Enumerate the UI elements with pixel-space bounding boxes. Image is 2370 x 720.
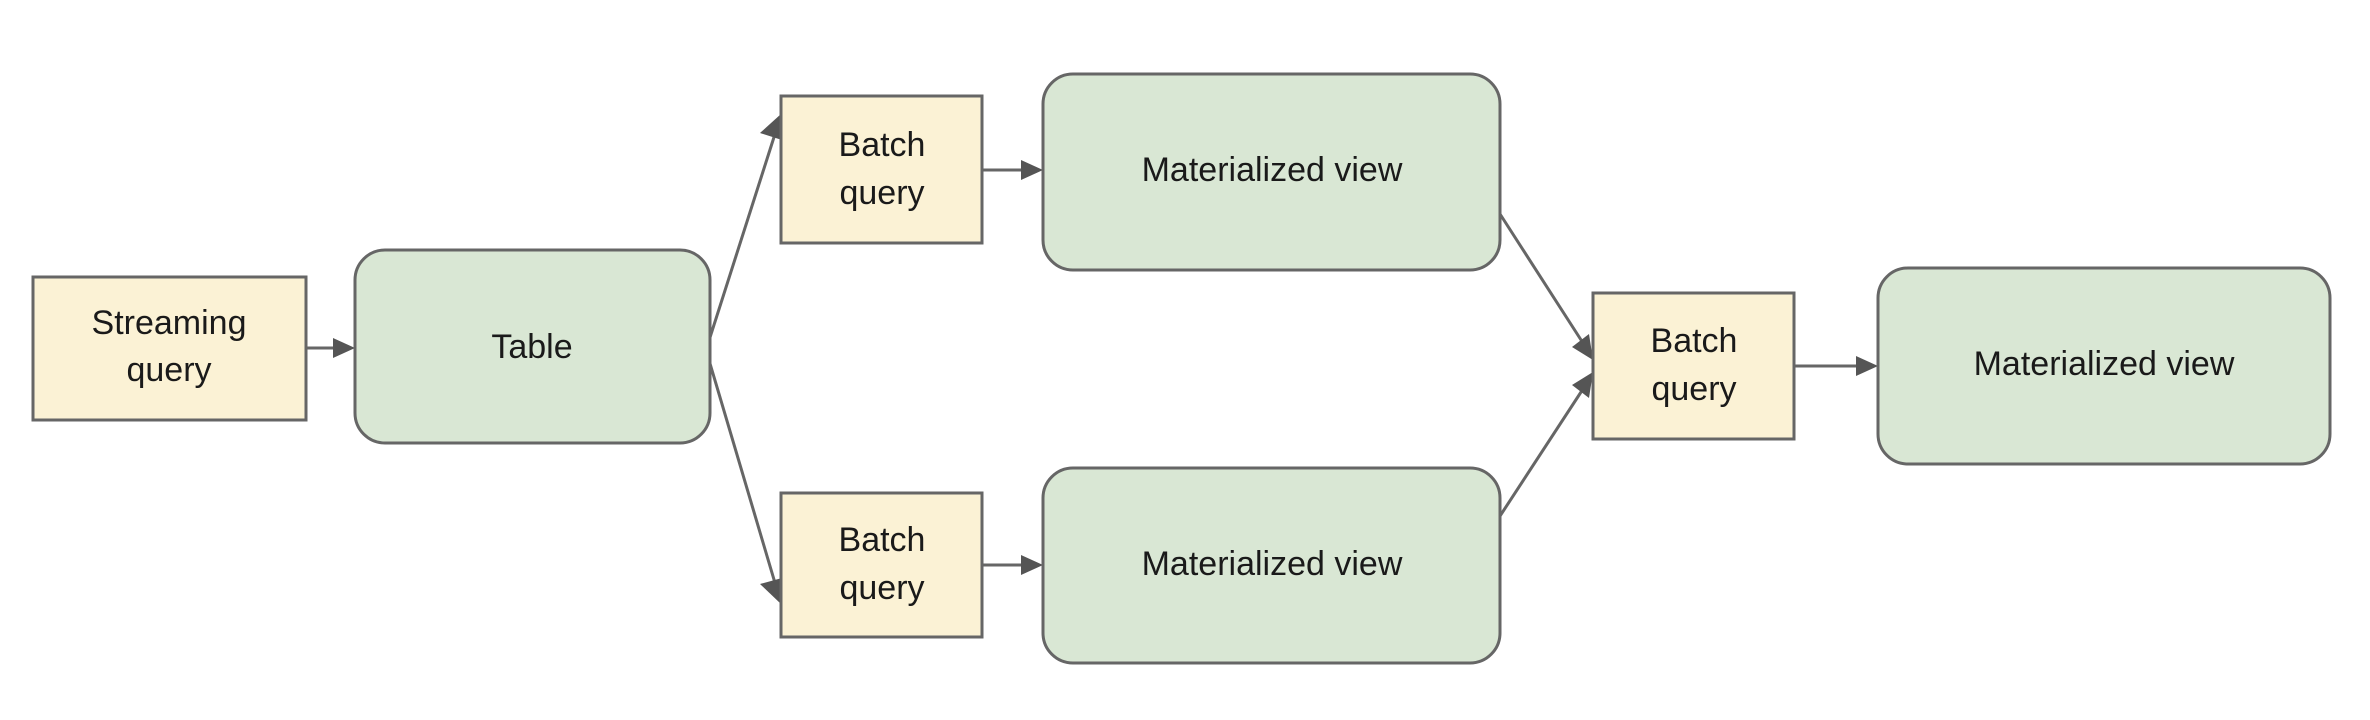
streaming-query-label-line2: query: [126, 351, 211, 389]
materialized-view-final-box[interactable]: [1876, 266, 2332, 466]
materialized-view-bottom-label: Materialized view: [1142, 545, 1403, 583]
streaming-query-box[interactable]: [31, 275, 308, 422]
batch-query-bottom-label-line1: Batch: [839, 521, 926, 559]
table-label: Table: [491, 328, 572, 366]
edge-batch-query-join-to-materialized-view-final: [1795, 356, 1878, 376]
batch-query-join-box[interactable]: [1591, 291, 1796, 441]
materialized-view-top-label: Materialized view: [1142, 151, 1403, 189]
node-materialized-view-final[interactable]: Materialized view: [1876, 266, 2332, 466]
node-materialized-view-top[interactable]: Materialized view: [1041, 72, 1502, 272]
edge-streaming-query-to-table: [307, 338, 355, 358]
batch-query-top-box[interactable]: [779, 94, 984, 245]
node-materialized-view-bottom[interactable]: Materialized view: [1041, 466, 1502, 665]
materialized-view-bottom-box[interactable]: [1041, 466, 1502, 665]
table-box[interactable]: [353, 248, 712, 445]
node-streaming-query[interactable]: Streaming query: [31, 275, 308, 422]
batch-query-join-label-line1: Batch: [1651, 322, 1738, 360]
materialized-view-final-label: Materialized view: [1974, 345, 2235, 383]
edge-materialized-view-bottom-to-batch-query-join: [1498, 372, 1593, 517]
batch-query-join-label-line2: query: [1651, 370, 1736, 408]
materialized-view-top-box[interactable]: [1041, 72, 1502, 272]
node-batch-query-top[interactable]: Batch query: [779, 94, 984, 245]
batch-query-bottom-box[interactable]: [779, 491, 984, 639]
edge-materialized-view-top-to-batch-query-join: [1498, 213, 1593, 360]
batch-query-bottom-label-line2: query: [839, 569, 924, 607]
batch-query-top-label-line1: Batch: [839, 126, 926, 164]
node-table[interactable]: Table: [353, 248, 712, 445]
streaming-query-label-line1: Streaming: [92, 304, 247, 342]
edge-batch-query-top-to-materialized-view-top: [982, 160, 1043, 180]
node-batch-query-bottom[interactable]: Batch query: [779, 491, 984, 639]
batch-query-top-label-line2: query: [839, 174, 924, 212]
edge-batch-query-bottom-to-materialized-view-bottom: [982, 555, 1043, 575]
node-batch-query-join[interactable]: Batch query: [1591, 291, 1796, 441]
